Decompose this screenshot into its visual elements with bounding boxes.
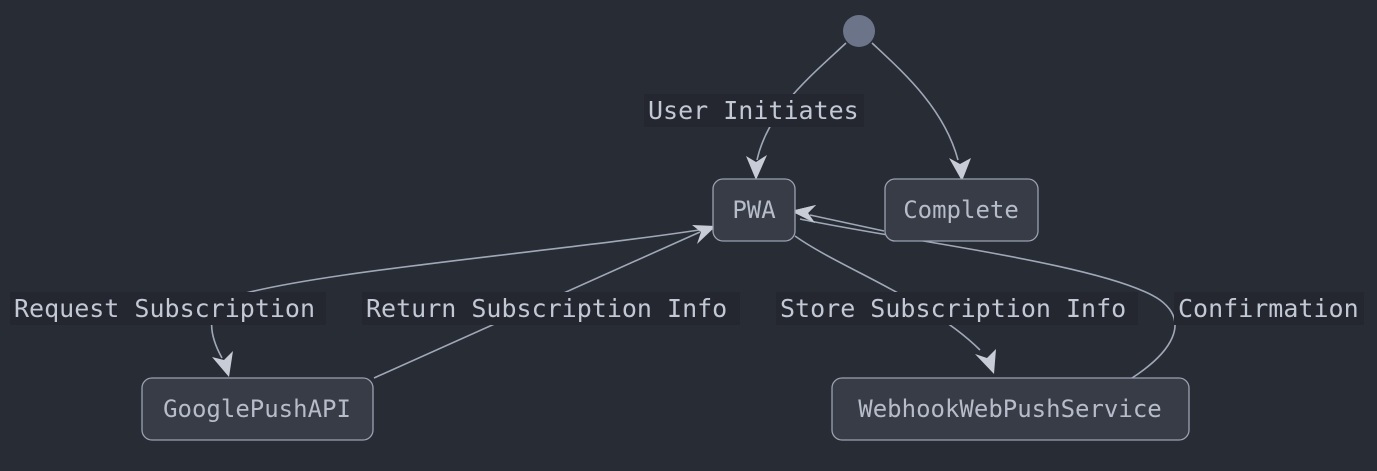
node-complete[interactable]: Complete bbox=[884, 178, 1039, 242]
node-googlepushapi-label: GooglePushAPI bbox=[163, 395, 351, 423]
node-webhookwebpushservice-label: WebhookWebPushService bbox=[858, 395, 1161, 423]
node-googlepushapi[interactable]: GooglePushAPI bbox=[141, 377, 374, 441]
arrowhead-webhookwebpushservice-to-pwa bbox=[791, 205, 816, 223]
edge-path-start-to-complete bbox=[871, 42, 959, 161]
edge-path-pwa-to-googlepushapi bbox=[210, 227, 713, 359]
edge-pwa-to-webhookwebpushservice bbox=[794, 235, 996, 374]
edge-label-text-confirmation: Confirmation bbox=[1178, 294, 1359, 323]
edge-path-pwa-to-webhookwebpushservice bbox=[794, 235, 981, 351]
edge-label-store-subscription-info: Store Subscription Info bbox=[776, 292, 1138, 325]
edge-label-bg-return-subscription-info bbox=[362, 292, 740, 325]
arrowhead-googlepushapi-to-pwa bbox=[692, 225, 716, 244]
edge-label-bg-confirmation bbox=[1174, 292, 1364, 325]
node-googlepushapi-box[interactable] bbox=[141, 377, 374, 441]
edge-label-confirmation: Confirmation bbox=[1174, 292, 1364, 325]
node-complete-label: Complete bbox=[903, 196, 1019, 224]
arrowhead-start-to-pwa bbox=[746, 155, 767, 180]
node-pwa-box[interactable] bbox=[712, 178, 796, 242]
edge-label-text-store-subscription-info: Store Subscription Info bbox=[780, 294, 1126, 323]
edge-path-complete-to-pwa bbox=[809, 214, 885, 232]
edge-label-bg-user-initiates bbox=[644, 94, 864, 127]
edge-label-bg-request-subscription bbox=[10, 292, 326, 325]
node-webhookwebpushservice-box[interactable] bbox=[831, 377, 1190, 441]
arrowhead-start-to-complete bbox=[949, 158, 971, 181]
arrowhead-pwa-to-webhookwebpushservice bbox=[975, 349, 996, 374]
start-state-node[interactable] bbox=[843, 15, 875, 47]
edge-label-request-subscription: Request Subscription bbox=[10, 292, 326, 325]
arrowhead-pwa-to-googlepushapi bbox=[212, 351, 233, 377]
node-webhookwebpushservice[interactable]: WebhookWebPushService bbox=[831, 377, 1190, 441]
edge-label-return-subscription-info: Return Subscription Info bbox=[362, 292, 740, 325]
edge-label-text-user-initiates: User Initiates bbox=[648, 96, 859, 125]
edge-label-text-return-subscription-info: Return Subscription Info bbox=[366, 294, 727, 323]
node-pwa-label: PWA bbox=[732, 196, 776, 224]
edge-label-bg-store-subscription-info bbox=[776, 292, 1138, 325]
node-pwa[interactable]: PWA bbox=[712, 178, 796, 242]
edge-label-text-request-subscription: Request Subscription bbox=[14, 294, 315, 323]
edge-start-to-complete bbox=[871, 42, 971, 181]
edge-pwa-to-googlepushapi bbox=[210, 227, 713, 377]
node-complete-box[interactable] bbox=[884, 178, 1039, 242]
edge-label-user-initiates: User Initiates bbox=[644, 94, 864, 127]
